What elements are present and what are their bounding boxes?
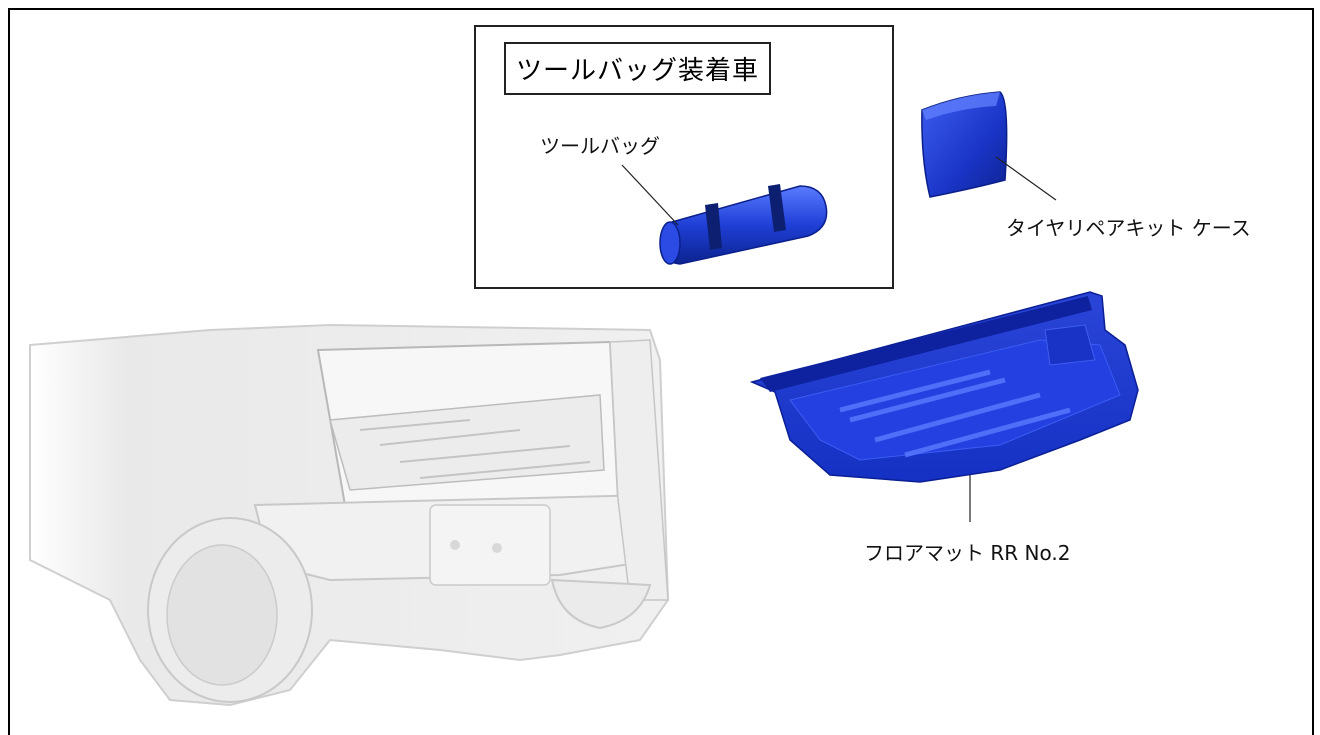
tool-bag-leader-line: [621, 164, 679, 226]
inset-title: ツールバッグ装着車: [504, 42, 772, 95]
vehicle-rear-illustration: [29, 323, 670, 707]
repair-kit-case-illustration: [921, 91, 1008, 198]
tool-bag-equipped-inset: ツールバッグ装着車: [474, 25, 894, 289]
floor-mat-label: フロアマット RR No.2: [864, 541, 1071, 565]
figure-frame: [8, 8, 1314, 735]
repair-kit-case-leader-line: [995, 156, 1057, 201]
tool-bag-label: ツールバッグ: [540, 134, 660, 158]
tool-bag-illustration: [659, 184, 828, 265]
floor-mat-illustration: [749, 291, 1139, 483]
repair-kit-case-label: タイヤリペアキット ケース: [1006, 216, 1251, 240]
